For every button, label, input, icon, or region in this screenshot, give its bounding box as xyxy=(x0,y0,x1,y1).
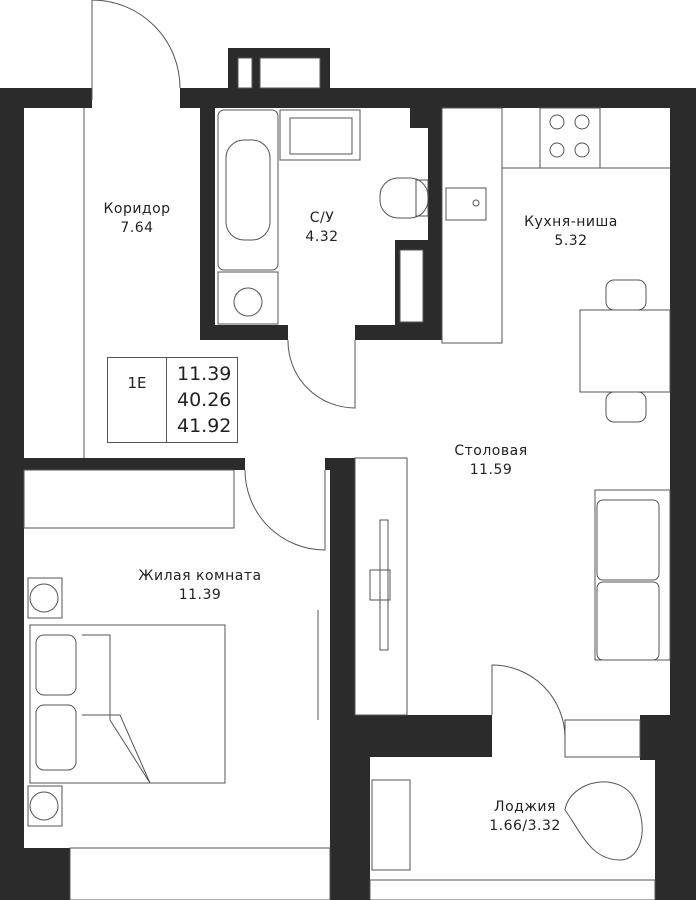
room-area: 11.39 xyxy=(178,587,222,603)
room-area: 4.32 xyxy=(305,229,339,245)
room-label-corridor: Коридор 7.64 xyxy=(103,200,170,238)
living-area: 11.39 xyxy=(177,363,232,385)
windows xyxy=(69,57,656,900)
room-area: 11.59 xyxy=(469,462,513,478)
room-label-bathroom: С/У 4.32 xyxy=(305,209,338,247)
room-area: 1.66/3.32 xyxy=(489,818,561,834)
room-name: С/У xyxy=(309,210,335,226)
room-name: Жилая комната xyxy=(138,568,262,584)
room-name: Столовая xyxy=(454,443,528,459)
room-name: Лоджия xyxy=(494,799,556,815)
fixtures xyxy=(23,0,671,871)
room-label-kitchen: Кухня-ниша 5.32 xyxy=(524,213,618,251)
room-name: Кухня-ниша xyxy=(524,214,618,230)
room-label-living: Жилая комната 11.39 xyxy=(138,567,261,605)
total-with-loggia: 41.92 xyxy=(177,415,232,437)
apartment-areas: 11.39 40.26 41.92 xyxy=(166,357,238,443)
room-name: Коридор xyxy=(103,201,171,217)
walls xyxy=(0,48,696,900)
room-area: 7.64 xyxy=(120,220,154,236)
apartment-type: 1E xyxy=(107,357,166,443)
room-label-dining: Столовая 11.59 xyxy=(454,442,527,480)
room-area: 5.32 xyxy=(554,233,588,249)
room-label-loggia: Лоджия 1.66/3.32 xyxy=(489,798,561,836)
total-area: 40.26 xyxy=(177,389,232,411)
